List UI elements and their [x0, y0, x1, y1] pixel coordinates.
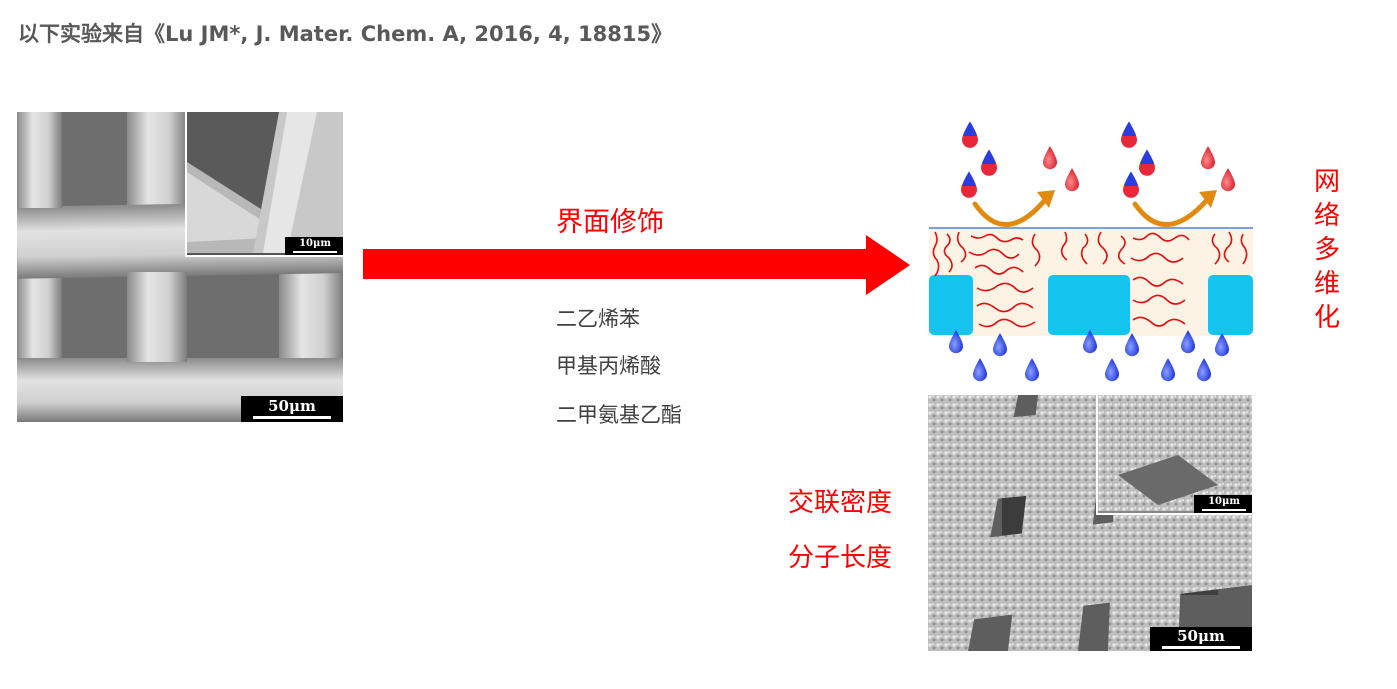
mesh-wire-1: [929, 275, 973, 335]
reagent-2: 甲基丙烯酸: [556, 354, 661, 378]
mesh-wire-3: [1208, 275, 1253, 335]
scale-bar-before: 50μm: [241, 396, 343, 422]
side-label-char: 化: [1313, 303, 1340, 333]
sem-inset-before: 10μm: [185, 112, 343, 257]
citation-header: 以下实验来自《Lu JM*, J. Mater. Chem. A, 2016, …: [18, 22, 673, 46]
side-label-char: 络: [1313, 201, 1340, 231]
sem-image-after: 10μm 50μm: [928, 395, 1252, 651]
side-label-char: 网: [1313, 167, 1340, 197]
sem-inset-after: 10μm: [1096, 395, 1252, 515]
factor-crosslink-density: 交联密度: [788, 488, 893, 518]
scale-bar-inset-before: 10μm: [285, 237, 343, 255]
scale-bar-after: 50μm: [1150, 627, 1252, 651]
side-label-char: 多: [1313, 235, 1340, 265]
sem-image-before: 10μm 50μm: [17, 112, 343, 422]
scale-bar-inset-after: 10μm: [1194, 495, 1252, 513]
side-label-char: 维: [1313, 269, 1340, 299]
coating-schematic-graphic: [929, 121, 1253, 382]
side-label-vertical: 网 络 多 维 化: [1310, 165, 1344, 335]
right-arrow-icon: [363, 235, 910, 295]
droplets-top: [961, 121, 1235, 198]
reagent-1: 二乙烯苯: [556, 307, 640, 331]
factor-molecular-length: 分子长度: [788, 543, 893, 573]
reagent-3: 二甲氨基乙酯: [556, 403, 682, 427]
inset-coating-graphic: [1098, 395, 1252, 511]
bounce-arrows: [972, 197, 1210, 227]
polymer-chains: [932, 231, 1248, 328]
mesh-wire-2: [1048, 275, 1130, 335]
process-arrow: [363, 235, 910, 295]
arrow-label: 界面修饰: [556, 207, 664, 238]
droplets-bottom: [949, 330, 1229, 382]
coating-schematic: [925, 112, 1260, 392]
inset-fiber-graphic: [187, 112, 343, 253]
